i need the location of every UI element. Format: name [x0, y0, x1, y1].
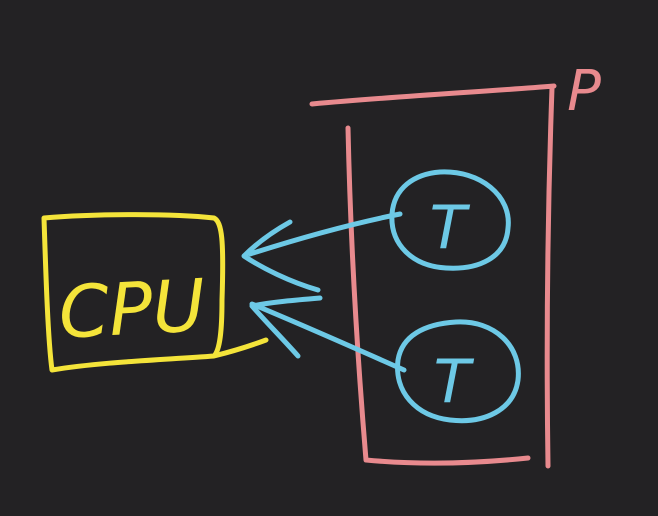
thread-1-circle [389, 169, 511, 271]
thread-node-1: T [389, 169, 511, 271]
process-box [309, 83, 557, 469]
cpu-label: CPU [57, 263, 208, 355]
thread-2-label: T [434, 347, 475, 417]
thread-1-label: T [430, 193, 471, 263]
cpu-box [41, 212, 269, 373]
arrow-1-head [241, 219, 321, 293]
arrow-thread-1-to-cpu [241, 211, 403, 293]
arrow-1-shaft [247, 211, 403, 257]
thread-node-2: T [395, 319, 521, 424]
arrow-2-head [249, 295, 323, 359]
arrow-2-shaft [249, 301, 407, 373]
arrow-thread-2-to-cpu [249, 295, 407, 373]
thread-2-circle [395, 319, 521, 424]
cpu-node: CPU [41, 212, 269, 373]
process-node: P [309, 59, 601, 469]
process-label: P [567, 59, 601, 124]
